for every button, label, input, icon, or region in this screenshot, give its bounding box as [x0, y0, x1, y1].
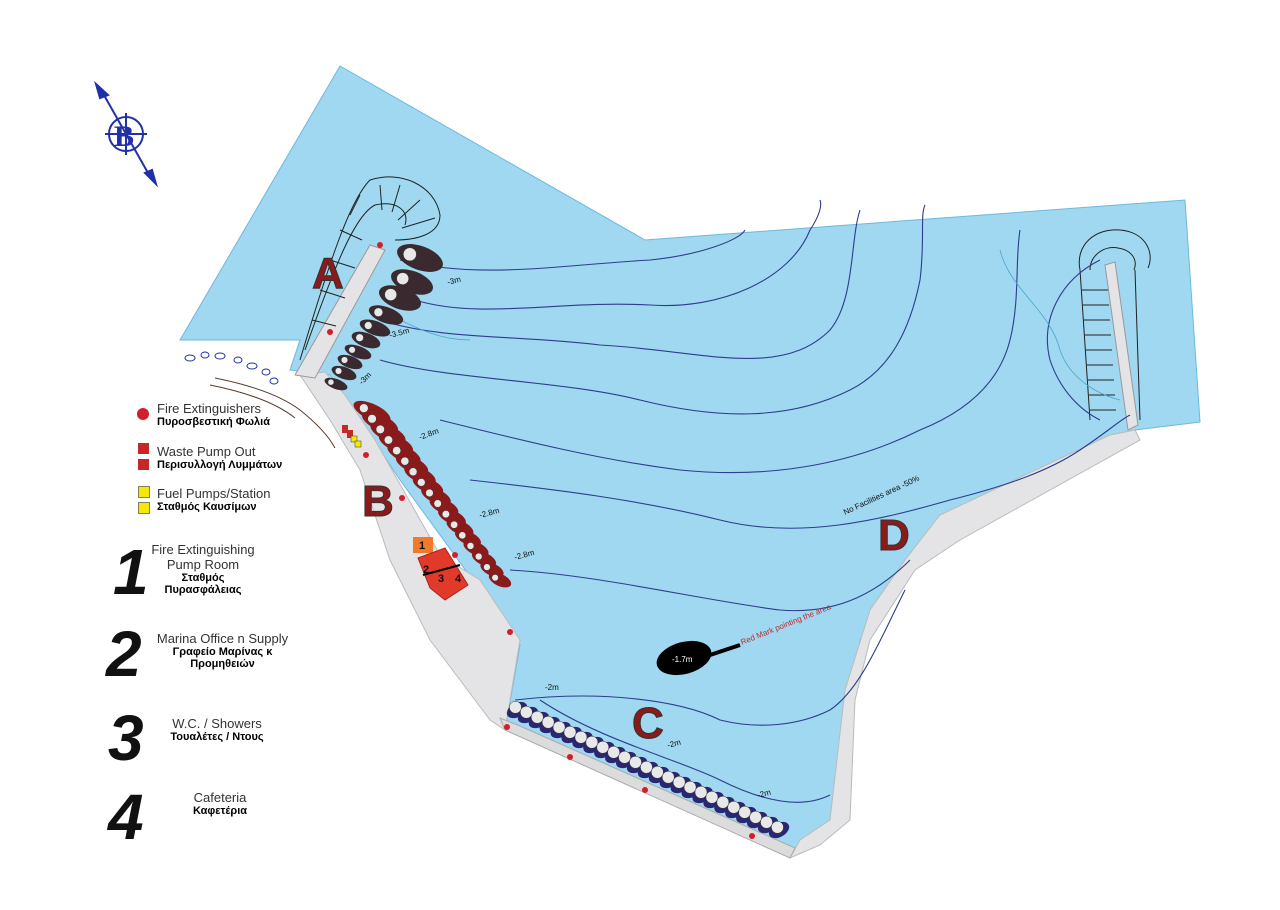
facility-item: Marina Office n Supply Γραφείο Μαρίνας κ… — [150, 631, 295, 670]
berth — [768, 820, 790, 839]
breakwater-east-head — [1078, 229, 1151, 421]
facility-en: Fire Extinguishing Pump Room — [151, 542, 255, 572]
fuel-pump-marker — [350, 435, 358, 443]
zone-label-d: D — [878, 511, 910, 560]
building-2-label: 2 — [423, 564, 429, 576]
depth-label: -2m — [545, 683, 559, 692]
berth — [488, 572, 512, 588]
berth — [351, 331, 381, 349]
depth-contours — [379, 199, 1131, 803]
berth — [359, 319, 391, 337]
berth — [397, 244, 443, 272]
building-1-label: 1 — [419, 540, 425, 552]
berths-b — [353, 400, 512, 588]
facility-item: W.C. / Showers Τουαλέτες / Ντους — [162, 716, 272, 743]
quay-land — [299, 371, 521, 731]
shallow-pointer — [709, 643, 741, 657]
breakwater-a — [294, 244, 386, 379]
legend-fuel-gr: Σταθμός Καυσίμων — [157, 501, 257, 513]
berth — [368, 305, 404, 325]
legend-fire-gr: Πυροσβεστική Φωλιά — [157, 416, 270, 428]
facility-gr: Γραφείο Μαρίνας κ Προμηθειών — [172, 646, 273, 670]
facility-gr: Καφετέρια — [192, 805, 248, 817]
legend-waste-en: Waste Pump Out — [157, 444, 256, 459]
depth-label: -2m — [666, 738, 682, 750]
waste-pump-icon — [138, 443, 149, 470]
facility-item: Cafeteria Καφετέρια — [175, 790, 265, 817]
fire-extinguishers — [327, 242, 755, 839]
facility-en: Cafeteria — [193, 790, 247, 805]
building-3-label: 3 — [438, 573, 444, 585]
berth — [331, 365, 357, 381]
compass-letter: B — [114, 120, 134, 153]
depth-label: -3m — [446, 275, 462, 287]
legend-fuel-en: Fuel Pumps/Station — [157, 486, 271, 501]
facility-gr: Σταθμός Πυρασφάλειας — [164, 572, 242, 596]
berth — [324, 377, 348, 391]
berth — [337, 354, 363, 370]
south-quay — [499, 717, 796, 859]
zone-label-b: B — [362, 477, 394, 526]
breakwater-east — [1104, 261, 1139, 431]
facility-number: 2 — [106, 618, 142, 690]
legend-fire-en: Fire Extinguishers — [157, 401, 262, 416]
shore-rocks — [184, 351, 279, 385]
building-divider — [422, 564, 461, 576]
berth — [616, 750, 637, 769]
building-2-3-4 — [417, 547, 469, 601]
legend-waste-gr: Περισυλλογή Λυμμάτων — [157, 459, 283, 471]
shallow-marker — [656, 640, 712, 676]
building-1 — [413, 537, 433, 553]
berths-c — [506, 700, 790, 839]
fire-extinguisher-icon — [137, 408, 149, 420]
zone-label-a: A — [312, 249, 344, 298]
shallow-depth-label: -1.7m — [672, 655, 693, 664]
buildings: 1 2 3 4 — [413, 537, 469, 601]
fuel-pump-marker — [354, 440, 362, 448]
waste-pump-marker — [342, 425, 348, 433]
water-area — [179, 65, 1201, 856]
waste-pump-marker — [347, 430, 353, 438]
berth — [344, 344, 372, 360]
facility-number: 1 — [113, 536, 149, 608]
facility-number: 3 — [108, 702, 144, 774]
zone-label-c: C — [632, 699, 664, 748]
depth-label: -2m — [756, 788, 772, 800]
shore-path — [209, 377, 336, 449]
facility-gr: Τουαλέτες / Ντους — [170, 731, 264, 743]
facility-en: W.C. / Showers — [172, 716, 262, 731]
facility-number: 4 — [108, 781, 144, 853]
berths-a — [324, 244, 443, 391]
fuel-pump-icon — [138, 486, 150, 514]
compass-rose — [94, 80, 159, 188]
facility-item: Fire Extinguishing Pump Room Σταθμός Πυρ… — [148, 542, 258, 596]
legend-fire: Fire Extinguishers Πυροσβεστική Φωλιά — [157, 401, 270, 428]
legend-fuel: Fuel Pumps/Station Σταθμός Καυσίμων — [157, 486, 270, 513]
building-4-label: 4 — [455, 573, 462, 585]
berth — [378, 285, 422, 311]
breakwater-a-head — [299, 176, 441, 361]
facility-en: Marina Office n Supply — [156, 631, 289, 646]
legend-waste: Waste Pump Out Περισυλλογή Λυμμάτων — [157, 444, 282, 471]
